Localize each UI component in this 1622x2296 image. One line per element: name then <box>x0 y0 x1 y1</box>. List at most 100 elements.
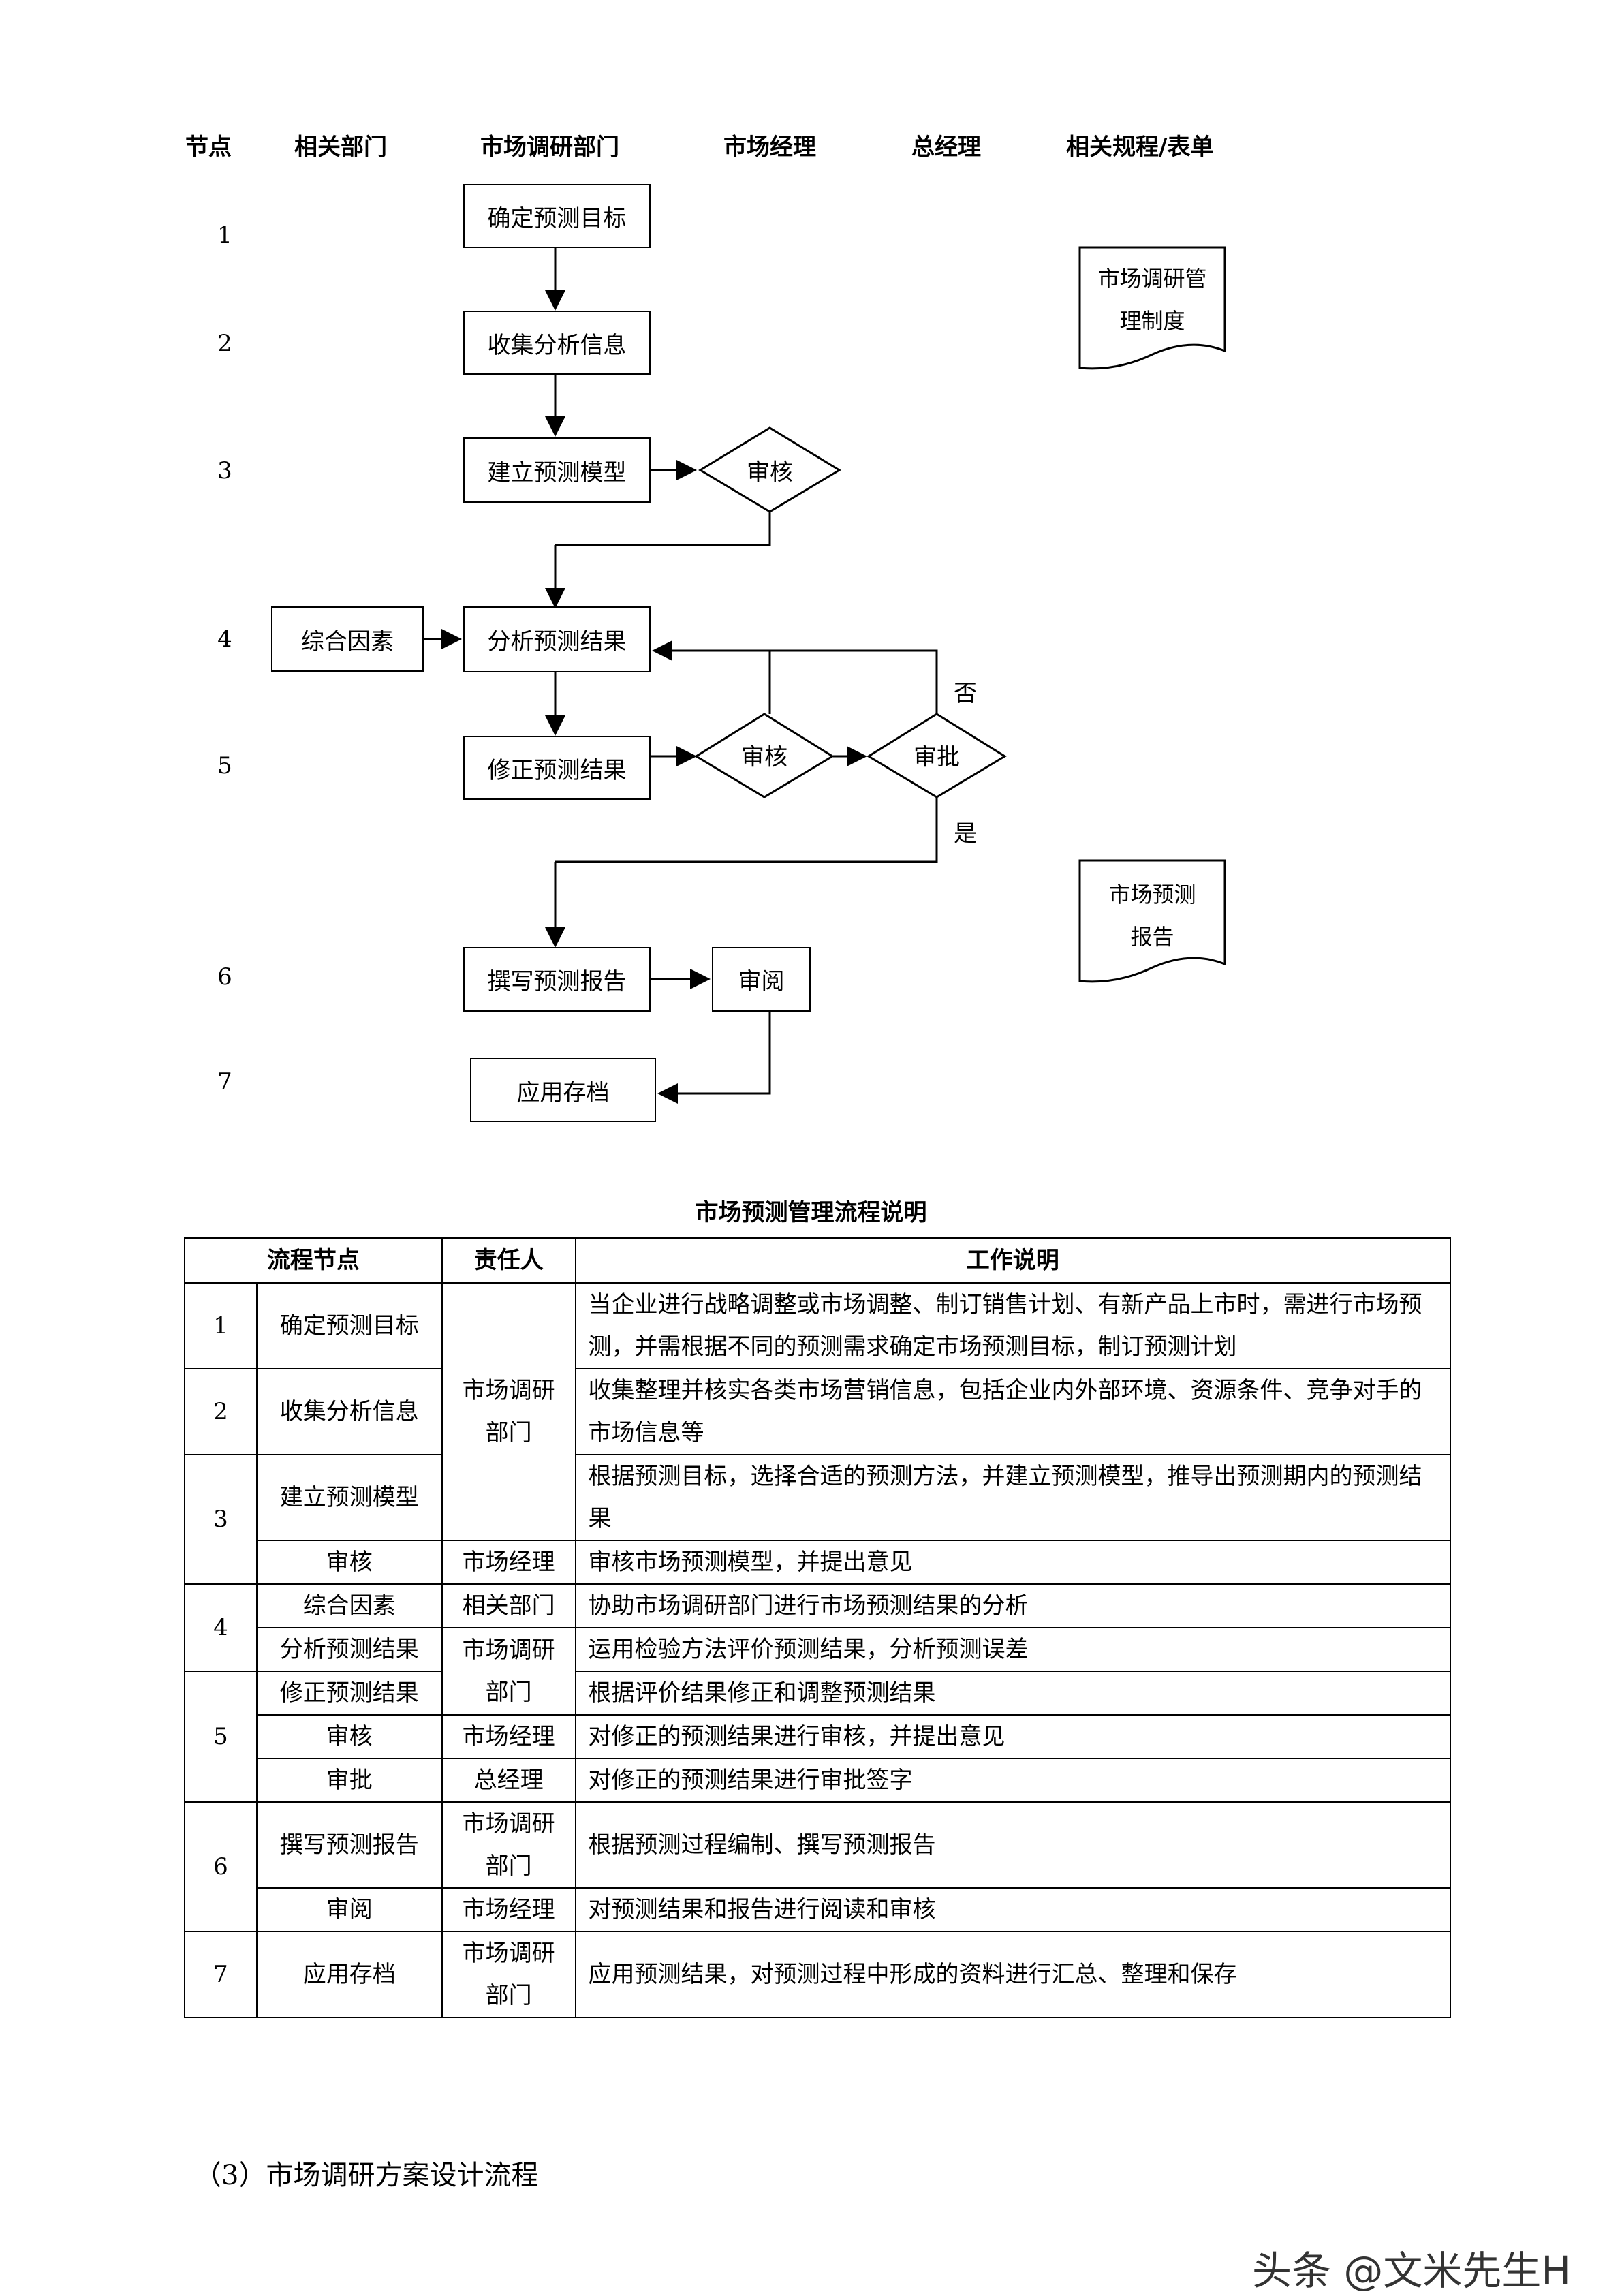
header-description: 工作说明 <box>574 1237 1451 1284</box>
flow-step-collect-info: 收集分析信息 <box>463 311 651 375</box>
node-num-cell: 2 <box>184 1368 258 1455</box>
owner-cell: 相关部门 <box>441 1583 576 1628</box>
table-caption: 市场预测管理流程说明 <box>695 1199 927 1226</box>
table-row: 审核 市场经理 对修正的预测结果进行审核，并提出意见 <box>185 1714 1451 1759</box>
node-num-cell: 7 <box>184 1931 258 2018</box>
yes-label: 是 <box>954 820 977 848</box>
document-policy: 市场调研管 理制度 <box>1080 258 1225 342</box>
node-num-cell: 6 <box>184 1801 258 1932</box>
step-cell: 审批 <box>255 1758 443 1803</box>
column-header-procedures: 相关规程/表单 <box>1066 134 1214 161</box>
section-heading: （3）市场调研方案设计流程 <box>194 2160 539 2191</box>
owner-cell: 市场调研部门 <box>441 1931 576 2018</box>
step-cell: 收集分析信息 <box>255 1368 443 1455</box>
document-policy-line2: 理制度 <box>1119 308 1185 334</box>
desc-cell: 根据预测过程编制、撰写预测报告 <box>574 1801 1451 1889</box>
header-owner: 责任人 <box>441 1237 576 1284</box>
step-cell: 审阅 <box>255 1887 443 1932</box>
watermark: 头条 @文米先生H <box>1252 2248 1572 2294</box>
owner-cell: 市场调研部门 <box>441 1627 576 1716</box>
step-cell: 综合因素 <box>255 1583 443 1628</box>
approve-label-5: 审批 <box>914 743 960 771</box>
flow-step-write-report: 撰写预测报告 <box>463 947 651 1012</box>
step-cell: 修正预测结果 <box>255 1671 443 1716</box>
desc-cell: 根据预测目标，选择合适的预测方法，并建立预测模型，推导出预测期内的预测结果 <box>574 1454 1451 1541</box>
step-cell: 建立预测模型 <box>255 1454 443 1541</box>
no-label: 否 <box>954 680 977 707</box>
table-row: 审阅 市场经理 对预测结果和报告进行阅读和审核 <box>185 1887 1451 1932</box>
column-header-node: 节点 <box>185 134 232 161</box>
line-review-to-step4 <box>555 512 771 546</box>
table-header-row: 流程节点 责任人 工作说明 <box>184 1237 1451 1284</box>
node-num-cell: 1 <box>184 1282 258 1369</box>
desc-cell: 对修正的预测结果进行审核，并提出意见 <box>574 1714 1451 1759</box>
process-description-table: 流程节点 责任人 工作说明 1 确定预测目标 市场调研部门 当企业进行战略调整或… <box>184 1237 1451 2018</box>
table-row: 5 修正预测结果 根据评价结果修正和调整预测结果 <box>184 1671 1451 1803</box>
table-row: 3 建立预测模型 根据预测目标，选择合适的预测方法，并建立预测模型，推导出预测期… <box>184 1454 1451 1585</box>
flow-step-analyze-result: 分析预测结果 <box>463 606 651 672</box>
node-number-6: 6 <box>217 963 232 991</box>
step-cell: 确定预测目标 <box>255 1282 443 1369</box>
desc-cell: 当企业进行战略调整或市场调整、制订销售计划、有新产品上市时，需进行市场预测，并需… <box>574 1282 1451 1369</box>
node-number-1: 1 <box>217 221 232 249</box>
desc-cell: 收集整理并核实各类市场营销信息，包括企业内外部环境、资源条件、竞争对手的市场信息… <box>574 1368 1451 1455</box>
flow-step-build-model: 建立预测模型 <box>463 437 651 503</box>
owner-cell: 市场经理 <box>441 1887 576 1932</box>
table-row: 审核 市场经理 审核市场预测模型，并提出意见 <box>185 1540 1451 1585</box>
node-number-2: 2 <box>217 330 232 357</box>
step-cell: 应用存档 <box>255 1931 443 2018</box>
desc-cell: 协助市场调研部门进行市场预测结果的分析 <box>574 1583 1451 1628</box>
column-header-market-manager: 市场经理 <box>723 134 816 161</box>
document-report-line1: 市场预测 <box>1108 882 1196 907</box>
table-row: 2 收集分析信息 收集整理并核实各类市场营销信息，包括企业内外部环境、资源条件、… <box>184 1368 1451 1455</box>
table-row: 4 综合因素 相关部门 协助市场调研部门进行市场预测结果的分析 <box>184 1583 1451 1672</box>
step-cell: 审核 <box>255 1540 443 1585</box>
node-number-4: 4 <box>217 625 232 653</box>
desc-cell: 审核市场预测模型，并提出意见 <box>574 1540 1451 1585</box>
owner-cell: 总经理 <box>441 1758 576 1803</box>
step-cell: 撰写预测报告 <box>255 1801 443 1889</box>
flowchart-connectors <box>424 246 1226 1104</box>
document-policy-line1: 市场调研管 <box>1097 266 1207 292</box>
flow-step-factors: 综合因素 <box>271 606 424 672</box>
column-header-general-manager: 总经理 <box>911 134 981 161</box>
header-process-node: 流程节点 <box>184 1237 443 1284</box>
desc-cell: 根据评价结果修正和调整预测结果 <box>574 1671 1451 1716</box>
table-row: 7 应用存档 市场调研部门 应用预测结果，对预测过程中形成的资料进行汇总、整理和… <box>184 1931 1451 2018</box>
desc-cell: 对修正的预测结果进行审批签字 <box>574 1758 1451 1803</box>
owner-cell: 市场调研部门 <box>441 1801 576 1889</box>
line-approve-yes <box>555 797 938 863</box>
document-report: 市场预测 报告 <box>1080 873 1225 958</box>
desc-cell: 应用预测结果，对预测过程中形成的资料进行汇总、整理和保存 <box>574 1931 1451 2018</box>
document-report-line2: 报告 <box>1130 924 1174 950</box>
owner-cell: 市场调研部门 <box>441 1282 576 1541</box>
node-number-5: 5 <box>217 752 232 779</box>
column-header-related-dept: 相关部门 <box>294 134 387 161</box>
review-diamond-3 <box>698 426 841 513</box>
line-read-to-step7 <box>657 1012 771 1104</box>
node-number-7: 7 <box>217 1068 232 1096</box>
table-row: 1 确定预测目标 市场调研部门 当企业进行战略调整或市场调整、制订销售计划、有新… <box>184 1282 1451 1541</box>
desc-cell: 运用检验方法评价预测结果，分析预测误差 <box>574 1627 1451 1672</box>
flow-step-read: 审阅 <box>712 947 811 1012</box>
step-cell: 审核 <box>255 1714 443 1759</box>
step-cell: 分析预测结果 <box>255 1627 443 1672</box>
desc-cell: 对预测结果和报告进行阅读和审核 <box>574 1887 1451 1932</box>
owner-cell: 市场经理 <box>441 1714 576 1759</box>
column-header-research-dept: 市场调研部门 <box>480 134 619 161</box>
review-diamond-5 <box>694 713 835 798</box>
line-approve-no <box>652 640 938 714</box>
document-shape-policy <box>1078 246 1226 370</box>
table-row: 审批 总经理 对修正的预测结果进行审批签字 <box>185 1758 1451 1803</box>
review-label-5: 审核 <box>741 743 787 771</box>
table-row: 6 撰写预测报告 市场调研部门 根据预测过程编制、撰写预测报告 <box>184 1801 1451 1932</box>
owner-cell: 市场经理 <box>441 1540 576 1585</box>
node-num-cell: 4 <box>184 1583 258 1672</box>
flow-step-revise-result: 修正预测结果 <box>463 736 651 800</box>
node-num-cell: 5 <box>184 1671 258 1803</box>
table-row: 分析预测结果 市场调研部门 运用检验方法评价预测结果，分析预测误差 <box>185 1627 1451 1716</box>
review-label-3: 审核 <box>747 459 793 486</box>
flow-step-archive: 应用存档 <box>470 1058 656 1122</box>
node-number-3: 3 <box>217 457 232 484</box>
node-num-cell: 3 <box>184 1454 258 1585</box>
